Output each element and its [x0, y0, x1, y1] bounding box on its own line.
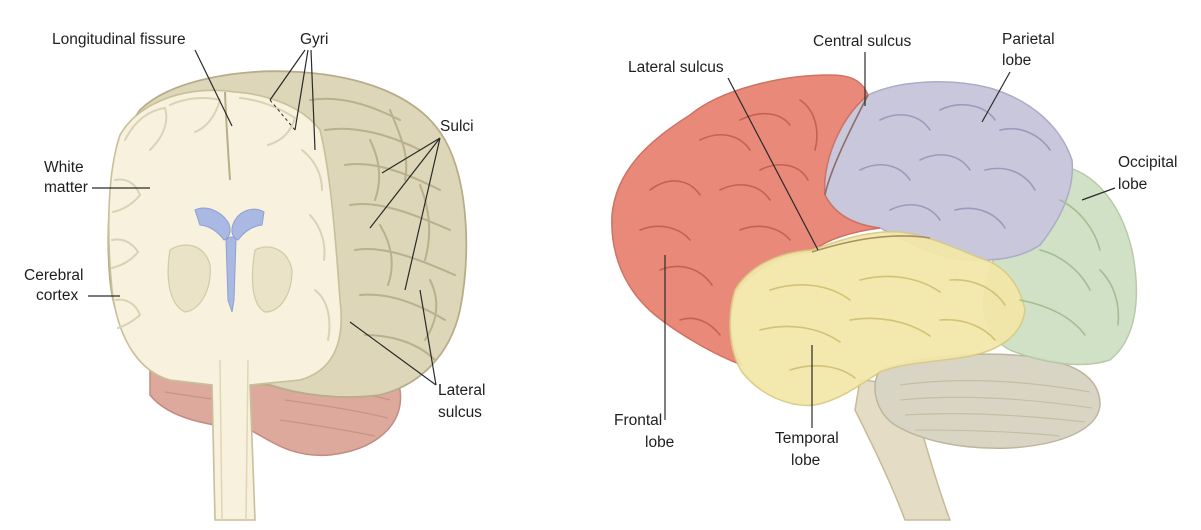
- label-parietal-lobe-line2: lobe: [1002, 52, 1031, 69]
- label-occipital-lobe-line2: lobe: [1118, 176, 1147, 193]
- white-matter-cut-face: [107, 89, 342, 521]
- label-cerebral-cortex-line1: Cerebral: [24, 267, 83, 284]
- label-occipital-lobe-line1: Occipital: [1118, 154, 1177, 171]
- left-annotations: Longitudinal fissure Gyri Sulci White ma…: [24, 31, 485, 421]
- label-white-matter-line1: White: [44, 159, 84, 176]
- label-lateral-sulcus-left-line2: sulcus: [438, 404, 482, 421]
- label-gyri: Gyri: [300, 31, 328, 48]
- lateral-ventricles: [194, 207, 265, 313]
- coronal-section-diagram: [107, 70, 468, 521]
- label-temporal-lobe-line1: Temporal: [775, 430, 839, 447]
- label-lateral-sulcus-right: Lateral sulcus: [628, 59, 724, 76]
- right-annotations: Lateral sulcus Central sulcus Parietal l…: [614, 31, 1177, 469]
- cerebellum: [874, 353, 1101, 450]
- label-lateral-sulcus-left-line1: Lateral: [438, 382, 485, 399]
- label-parietal-lobe-line1: Parietal: [1002, 31, 1055, 48]
- label-frontal-lobe-line1: Frontal: [614, 412, 662, 429]
- lateral-view-diagram: [611, 74, 1138, 521]
- label-longitudinal-fissure: Longitudinal fissure: [52, 31, 186, 48]
- label-central-sulcus: Central sulcus: [813, 33, 911, 50]
- label-sulci: Sulci: [440, 118, 474, 135]
- label-frontal-lobe-line2: lobe: [645, 434, 674, 451]
- label-cerebral-cortex-line2: cortex: [36, 287, 78, 304]
- longitudinal-fissure-line: [224, 91, 231, 181]
- label-white-matter-line2: matter: [44, 179, 88, 196]
- label-temporal-lobe-line2: lobe: [791, 452, 820, 469]
